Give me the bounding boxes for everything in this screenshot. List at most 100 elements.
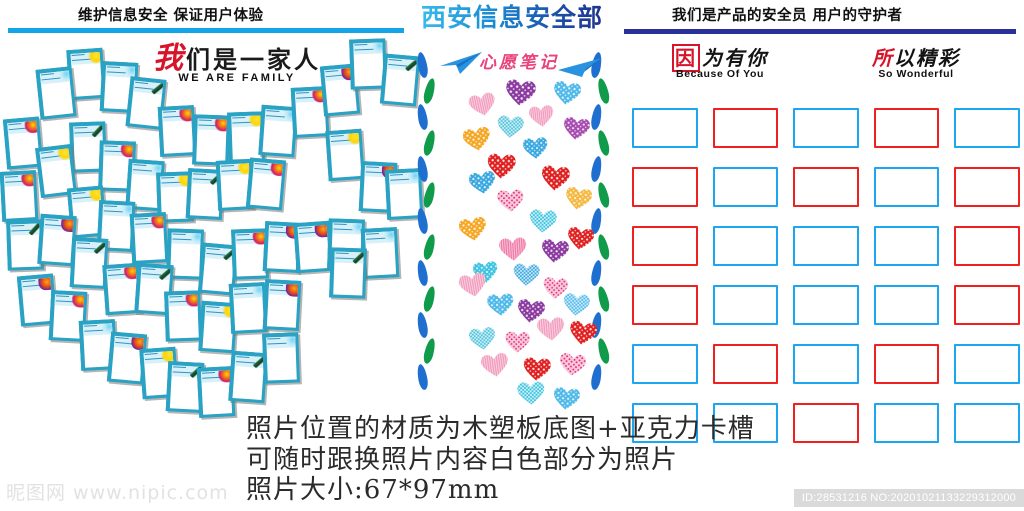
photo-card[interactable] <box>0 169 39 222</box>
spec-caption-line-1: 照片位置的材质为木塑板底图+亚克力卡槽 <box>246 414 755 444</box>
so-wonderful-title: 所以精彩 So Wonderful <box>826 48 1006 81</box>
frame-cell[interactable] <box>632 108 698 148</box>
photo-card-text-line <box>169 295 183 298</box>
heart-icon <box>495 113 526 140</box>
heart-icon <box>478 350 511 380</box>
so-wonderful-red-char: 所 <box>872 46 894 70</box>
we-are-family-rest-chars: 们是一家人 <box>186 45 321 74</box>
header-slogan-right: 我们是产品的安全员 用户的守护者 <box>672 8 903 24</box>
heart-icon <box>527 103 556 130</box>
frame-cell[interactable] <box>954 108 1020 148</box>
heart-icon <box>467 324 499 352</box>
frame-cell[interactable] <box>954 344 1020 384</box>
frame-cell[interactable] <box>712 285 779 325</box>
frame-cell[interactable] <box>873 403 940 443</box>
frame-cell[interactable] <box>632 226 698 266</box>
photo-card[interactable] <box>262 332 301 384</box>
page-header: 维护信息安全 保证用户体验 西安信息安全部 我们是产品的安全员 用户的守护者 <box>0 0 1024 36</box>
frame-cell[interactable] <box>712 403 779 443</box>
photo-card-swirl-icon <box>349 222 362 236</box>
frame-cell[interactable] <box>873 167 940 207</box>
photo-card[interactable] <box>325 128 365 181</box>
photo-card[interactable] <box>157 105 197 158</box>
page-title: 西安信息安全部 <box>408 0 616 34</box>
heart-icon <box>539 237 572 266</box>
frame-cell[interactable] <box>712 167 779 207</box>
so-wonderful-title-cn: 所以精彩 <box>826 48 1006 69</box>
photo-card[interactable] <box>164 290 202 342</box>
frame-cell[interactable] <box>712 344 779 384</box>
heart-icon <box>495 187 525 213</box>
frame-cell[interactable] <box>793 285 859 325</box>
photo-card-swirl-icon <box>369 41 383 55</box>
because-of-you-boxed-char: 因 <box>672 44 700 72</box>
so-wonderful-title-en: So Wonderful <box>878 68 954 80</box>
family-photo-wall-panel: 我们是一家人 WE ARE FAMILY <box>0 36 424 418</box>
photo-card-bird-icon <box>130 336 144 350</box>
heart-icon <box>561 291 592 319</box>
heart-icon <box>551 385 582 413</box>
photo-card-flower-icon <box>214 118 227 132</box>
heart-icon <box>515 379 546 407</box>
photo-card[interactable] <box>262 279 302 332</box>
heart-icon <box>485 291 516 318</box>
photo-card-text-line <box>4 175 18 178</box>
frame-cell[interactable] <box>712 226 779 266</box>
frame-cell[interactable] <box>873 226 940 266</box>
heart-icon <box>521 135 550 161</box>
photo-card-feather-icon <box>351 251 364 265</box>
frame-cell[interactable] <box>793 167 859 207</box>
heart-icon <box>562 184 595 213</box>
photo-card[interactable] <box>129 212 168 265</box>
photo-card[interactable] <box>192 114 231 166</box>
spec-caption-line-3: 照片大小:67*97mm <box>246 475 500 506</box>
photo-card[interactable] <box>228 282 268 335</box>
frame-cell[interactable] <box>793 403 859 443</box>
frame-cell[interactable] <box>632 344 698 384</box>
we-are-family-title: 我们是一家人 WE ARE FAMILY <box>132 44 342 85</box>
frame-cell[interactable] <box>632 167 698 207</box>
spec-caption-line-2: 可随时跟换照片内容白色部分为照片 <box>246 444 679 475</box>
photo-card-flower-icon <box>217 369 231 383</box>
photo-card-field <box>0 36 424 418</box>
because-of-you-title-en: Because Of You <box>676 68 764 80</box>
heart-icon <box>535 315 567 344</box>
heart-icon <box>503 76 539 108</box>
heart-icon <box>460 124 494 155</box>
heart-icon <box>521 355 553 383</box>
photo-card[interactable] <box>228 351 268 404</box>
photo-card-flower-icon <box>184 293 198 307</box>
frame-cell[interactable] <box>712 108 779 148</box>
frame-cell[interactable] <box>954 226 1020 266</box>
frame-cell[interactable] <box>954 403 1020 443</box>
we-are-family-title-en: WE ARE FAMILY <box>178 72 296 84</box>
frame-cell[interactable] <box>873 108 940 148</box>
frame-cell[interactable] <box>793 108 859 148</box>
heart-icon <box>566 318 600 348</box>
frame-cell[interactable] <box>793 344 859 384</box>
frame-cell[interactable] <box>793 226 859 266</box>
frame-cell[interactable] <box>873 285 940 325</box>
photo-card[interactable] <box>69 237 109 289</box>
we-are-family-red-char: 我 <box>153 41 186 76</box>
heart-icon <box>515 296 548 325</box>
frame-grid <box>632 104 1020 447</box>
photo-card[interactable] <box>245 157 287 211</box>
frame-cell[interactable] <box>954 167 1020 207</box>
frame-cell[interactable] <box>873 344 940 384</box>
because-of-you-title: 因为有你 Because Of You <box>630 44 810 80</box>
frame-cell[interactable] <box>632 285 698 325</box>
header-rule-left <box>8 28 404 33</box>
we-are-family-title-cn: 我们是一家人 <box>132 44 342 74</box>
frame-cell[interactable] <box>632 403 698 443</box>
site-watermark: 昵图网 www.nipic.com <box>6 482 229 504</box>
acrylic-frame-grid-panel: 因为有你 Because Of You 所以精彩 So Wonderful <box>624 40 1024 443</box>
heart-icon <box>456 214 490 244</box>
frame-cell[interactable] <box>954 285 1020 325</box>
so-wonderful-rest-chars: 以精彩 <box>894 46 960 70</box>
photo-card-swirl-icon <box>381 230 394 244</box>
id-watermark: ID:28531216 NO:20201021133229312000 <box>793 489 1024 507</box>
photo-card[interactable] <box>35 66 77 120</box>
heart-icon <box>456 270 490 301</box>
photo-card[interactable] <box>329 247 368 299</box>
